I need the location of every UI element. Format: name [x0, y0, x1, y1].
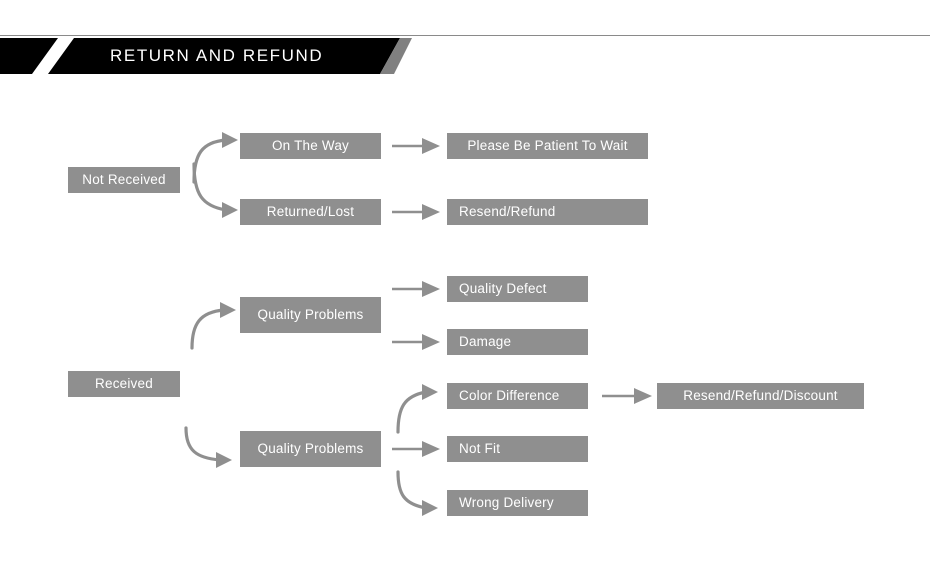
node-received[interactable]: Received: [68, 371, 180, 397]
banner-shape: [0, 38, 400, 74]
node-returned-lost[interactable]: Returned/Lost: [240, 199, 381, 225]
header-banner: [0, 38, 420, 74]
node-not-fit[interactable]: Not Fit: [447, 436, 588, 462]
header-rule: [0, 35, 930, 36]
curved-arrow-down-not-received: [188, 160, 244, 222]
node-color-difference[interactable]: Color Difference: [447, 383, 588, 409]
straight-arrow-damage: [392, 333, 442, 351]
node-damage[interactable]: Damage: [447, 329, 588, 355]
node-quality-problems-b[interactable]: Quality Problems: [240, 431, 381, 467]
page-title: RETURN AND REFUND: [110, 46, 324, 65]
straight-arrow-not-fit: [392, 440, 442, 458]
curved-arrow-wrong-delivery: [392, 470, 446, 522]
node-resend-refund[interactable]: Resend/Refund: [447, 199, 648, 225]
straight-arrow-returned-lost: [392, 203, 442, 221]
straight-arrow-quality-defect: [392, 280, 442, 298]
curved-arrow-color-difference: [392, 378, 446, 434]
banner-slash: [32, 38, 74, 74]
node-wrong-delivery[interactable]: Wrong Delivery: [447, 490, 588, 516]
node-quality-defect[interactable]: Quality Defect: [447, 276, 588, 302]
node-please-be-patient-to-wait[interactable]: Please Be Patient To Wait: [447, 133, 648, 159]
banner-accent-triangle: [380, 38, 412, 74]
curved-arrow-down-received: [180, 424, 240, 472]
node-not-received[interactable]: Not Received: [68, 167, 180, 193]
node-quality-problems-a[interactable]: Quality Problems: [240, 297, 381, 333]
node-on-the-way[interactable]: On The Way: [240, 133, 381, 159]
node-resend-refund-discount[interactable]: Resend/Refund/Discount: [657, 383, 864, 409]
curved-arrow-up-received: [186, 298, 242, 350]
straight-arrow-resend-refund-discount: [602, 387, 654, 405]
straight-arrow-on-the-way: [392, 137, 442, 155]
